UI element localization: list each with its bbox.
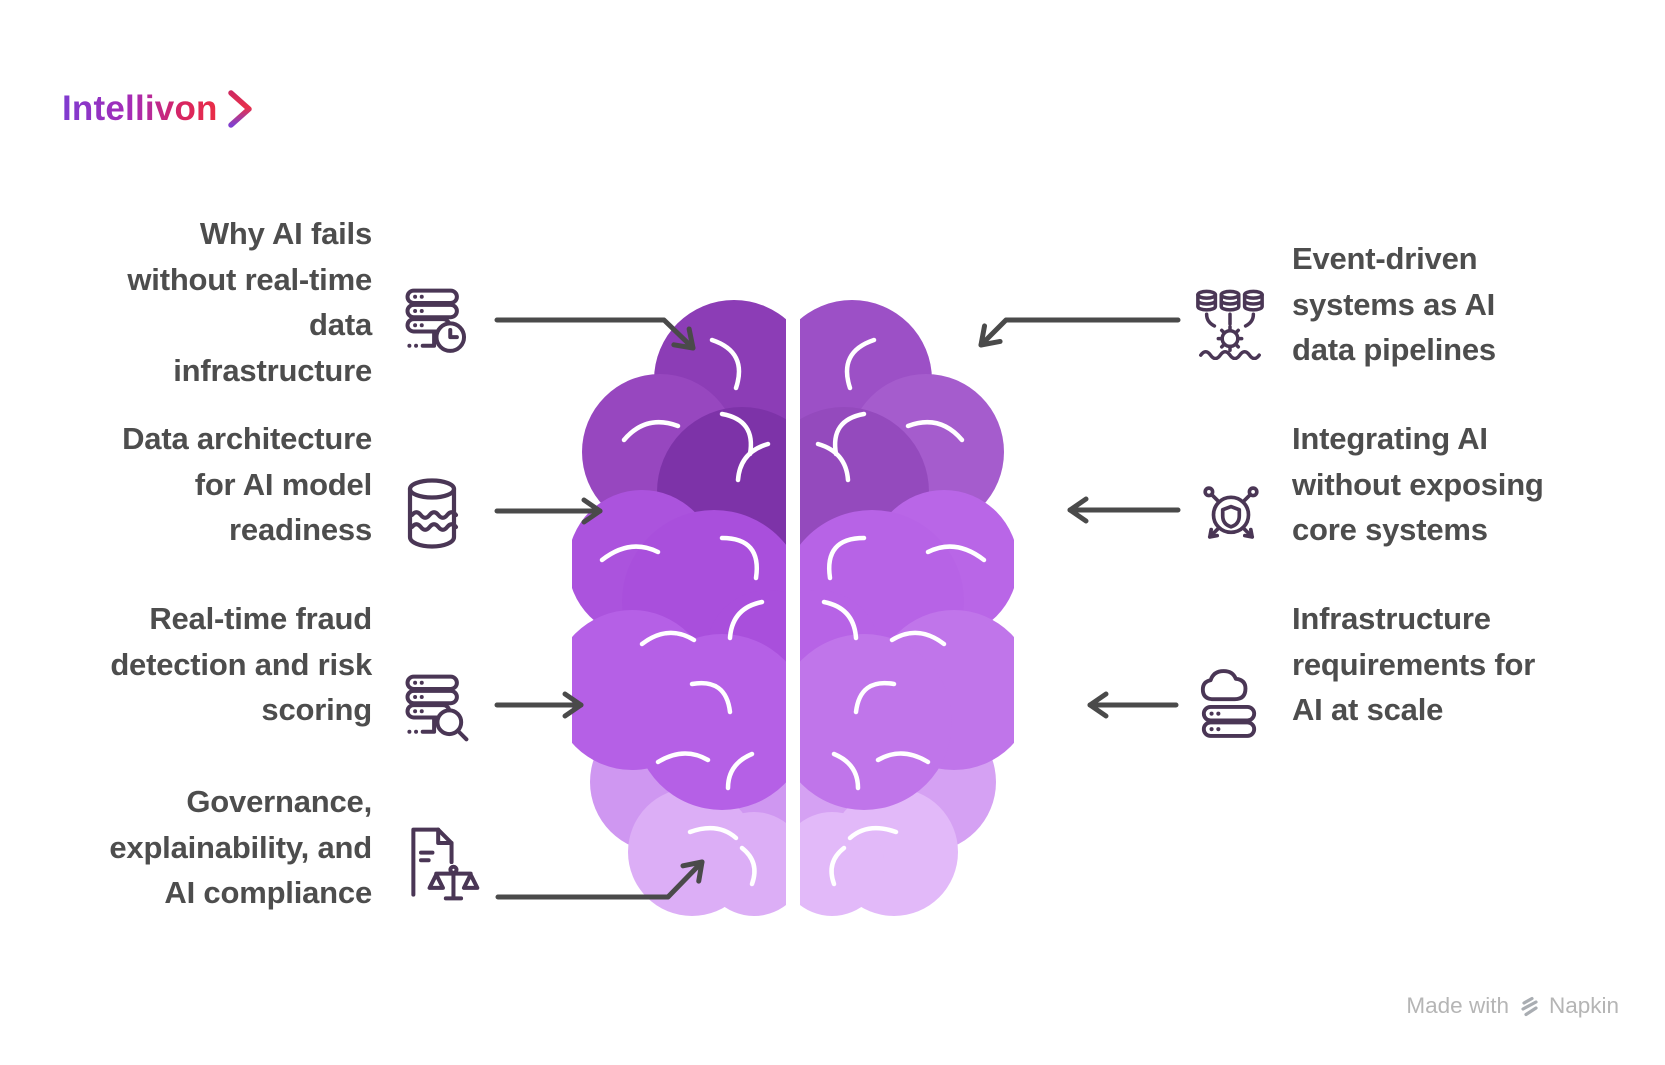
label-line: Why AI fails — [199, 216, 372, 251]
arrow-right-1 — [978, 317, 1181, 348]
label-line: Infrastructure — [1292, 601, 1491, 636]
label-line: Data architecture — [122, 421, 372, 456]
label-line: AI at scale — [1292, 692, 1444, 727]
label-line: scoring — [261, 692, 372, 727]
label-line: for AI model — [194, 466, 372, 502]
label-why-ai-fails: Why AI fails without real-time data infr… — [58, 211, 372, 393]
label-integrating-ai: Integrating AI without exposing core sys… — [1292, 416, 1622, 553]
label-line: readiness — [229, 512, 372, 547]
label-line: systems as AI — [1292, 286, 1496, 322]
label-line: without exposing — [1292, 466, 1544, 502]
chevron-right-icon — [227, 90, 252, 128]
napkin-brand-text: Napkin — [1548, 993, 1619, 1018]
label-infrastructure: Infrastructure requirements for AI at sc… — [1292, 596, 1622, 733]
label-line: data pipelines — [1292, 332, 1496, 367]
label-event-driven: Event-driven systems as AI data pipeline… — [1292, 236, 1622, 373]
label-line: core systems — [1292, 512, 1488, 547]
server-clock-icon — [405, 288, 467, 353]
label-line: Governance, — [186, 784, 372, 819]
label-line: requirements for — [1292, 646, 1536, 682]
shield-network-icon — [1203, 486, 1259, 539]
label-data-architecture: Data architecture for AI model readiness — [58, 416, 372, 553]
label-line: AI compliance — [164, 875, 372, 910]
made-with-napkin-credit: Made with Napkin — [1406, 993, 1619, 1019]
database-icon — [407, 478, 459, 549]
label-line: Real-time fraud — [149, 601, 372, 636]
brand-logo-text: Intellivon — [62, 89, 218, 128]
label-line: Event-driven — [1292, 241, 1478, 276]
made-with-text: Made with — [1406, 993, 1509, 1018]
label-line: infrastructure — [173, 352, 372, 388]
label-line: detection and risk — [110, 646, 372, 682]
server-search-icon — [405, 674, 469, 742]
brand-logo: Intellivon — [62, 88, 255, 130]
databases-gear-icon — [1196, 289, 1264, 360]
napkin-logo-icon — [1521, 996, 1538, 1017]
label-governance: Governance, explainability, and AI compl… — [58, 779, 372, 916]
label-line: data — [309, 307, 372, 342]
cloud-server-icon — [1200, 669, 1257, 738]
label-line: explainability, and — [109, 829, 372, 865]
label-fraud-detection: Real-time fraud detection and risk scori… — [58, 596, 372, 733]
arrow-left-1 — [494, 317, 696, 351]
document-scales-icon — [411, 827, 483, 907]
label-line: without real-time — [127, 261, 372, 297]
label-line: Integrating AI — [1292, 421, 1488, 456]
arrow-left-4 — [495, 859, 705, 900]
